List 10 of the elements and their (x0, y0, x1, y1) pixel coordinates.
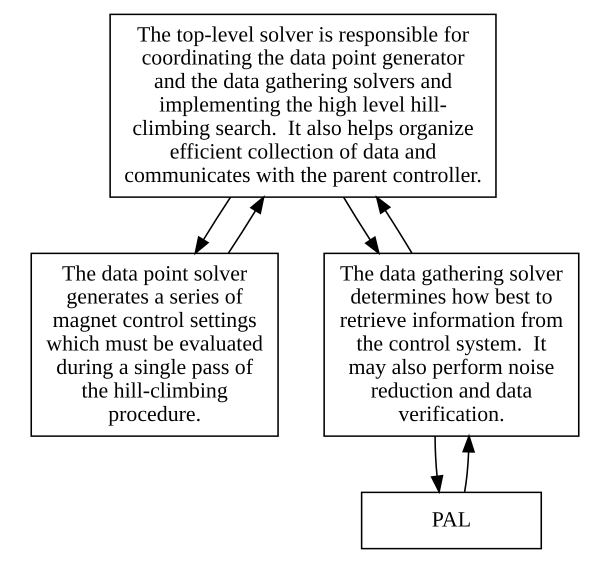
node-box: The data gathering solver determines how best to retrieve information from the control system. It may also perform noise reduction and data verification. (323, 252, 580, 437)
arrow (430, 436, 444, 494)
node-box: PAL (360, 492, 542, 550)
arrow (375, 195, 413, 254)
node-box: The data point solver generates a series of magnet control settings which must be evaluated during a single pass of the hill-climbing procedure. (30, 252, 279, 437)
arrow (194, 196, 232, 256)
arrow (342, 196, 380, 256)
arrow (228, 195, 265, 254)
arrow (462, 434, 476, 492)
node-box: The top-level solver is responsible for coordinating the data point generator and the data gathering solvers and implementing the high level hill-climbing search. It also helps organize efficient collection of data and communicates with the parent controller. (109, 14, 497, 198)
